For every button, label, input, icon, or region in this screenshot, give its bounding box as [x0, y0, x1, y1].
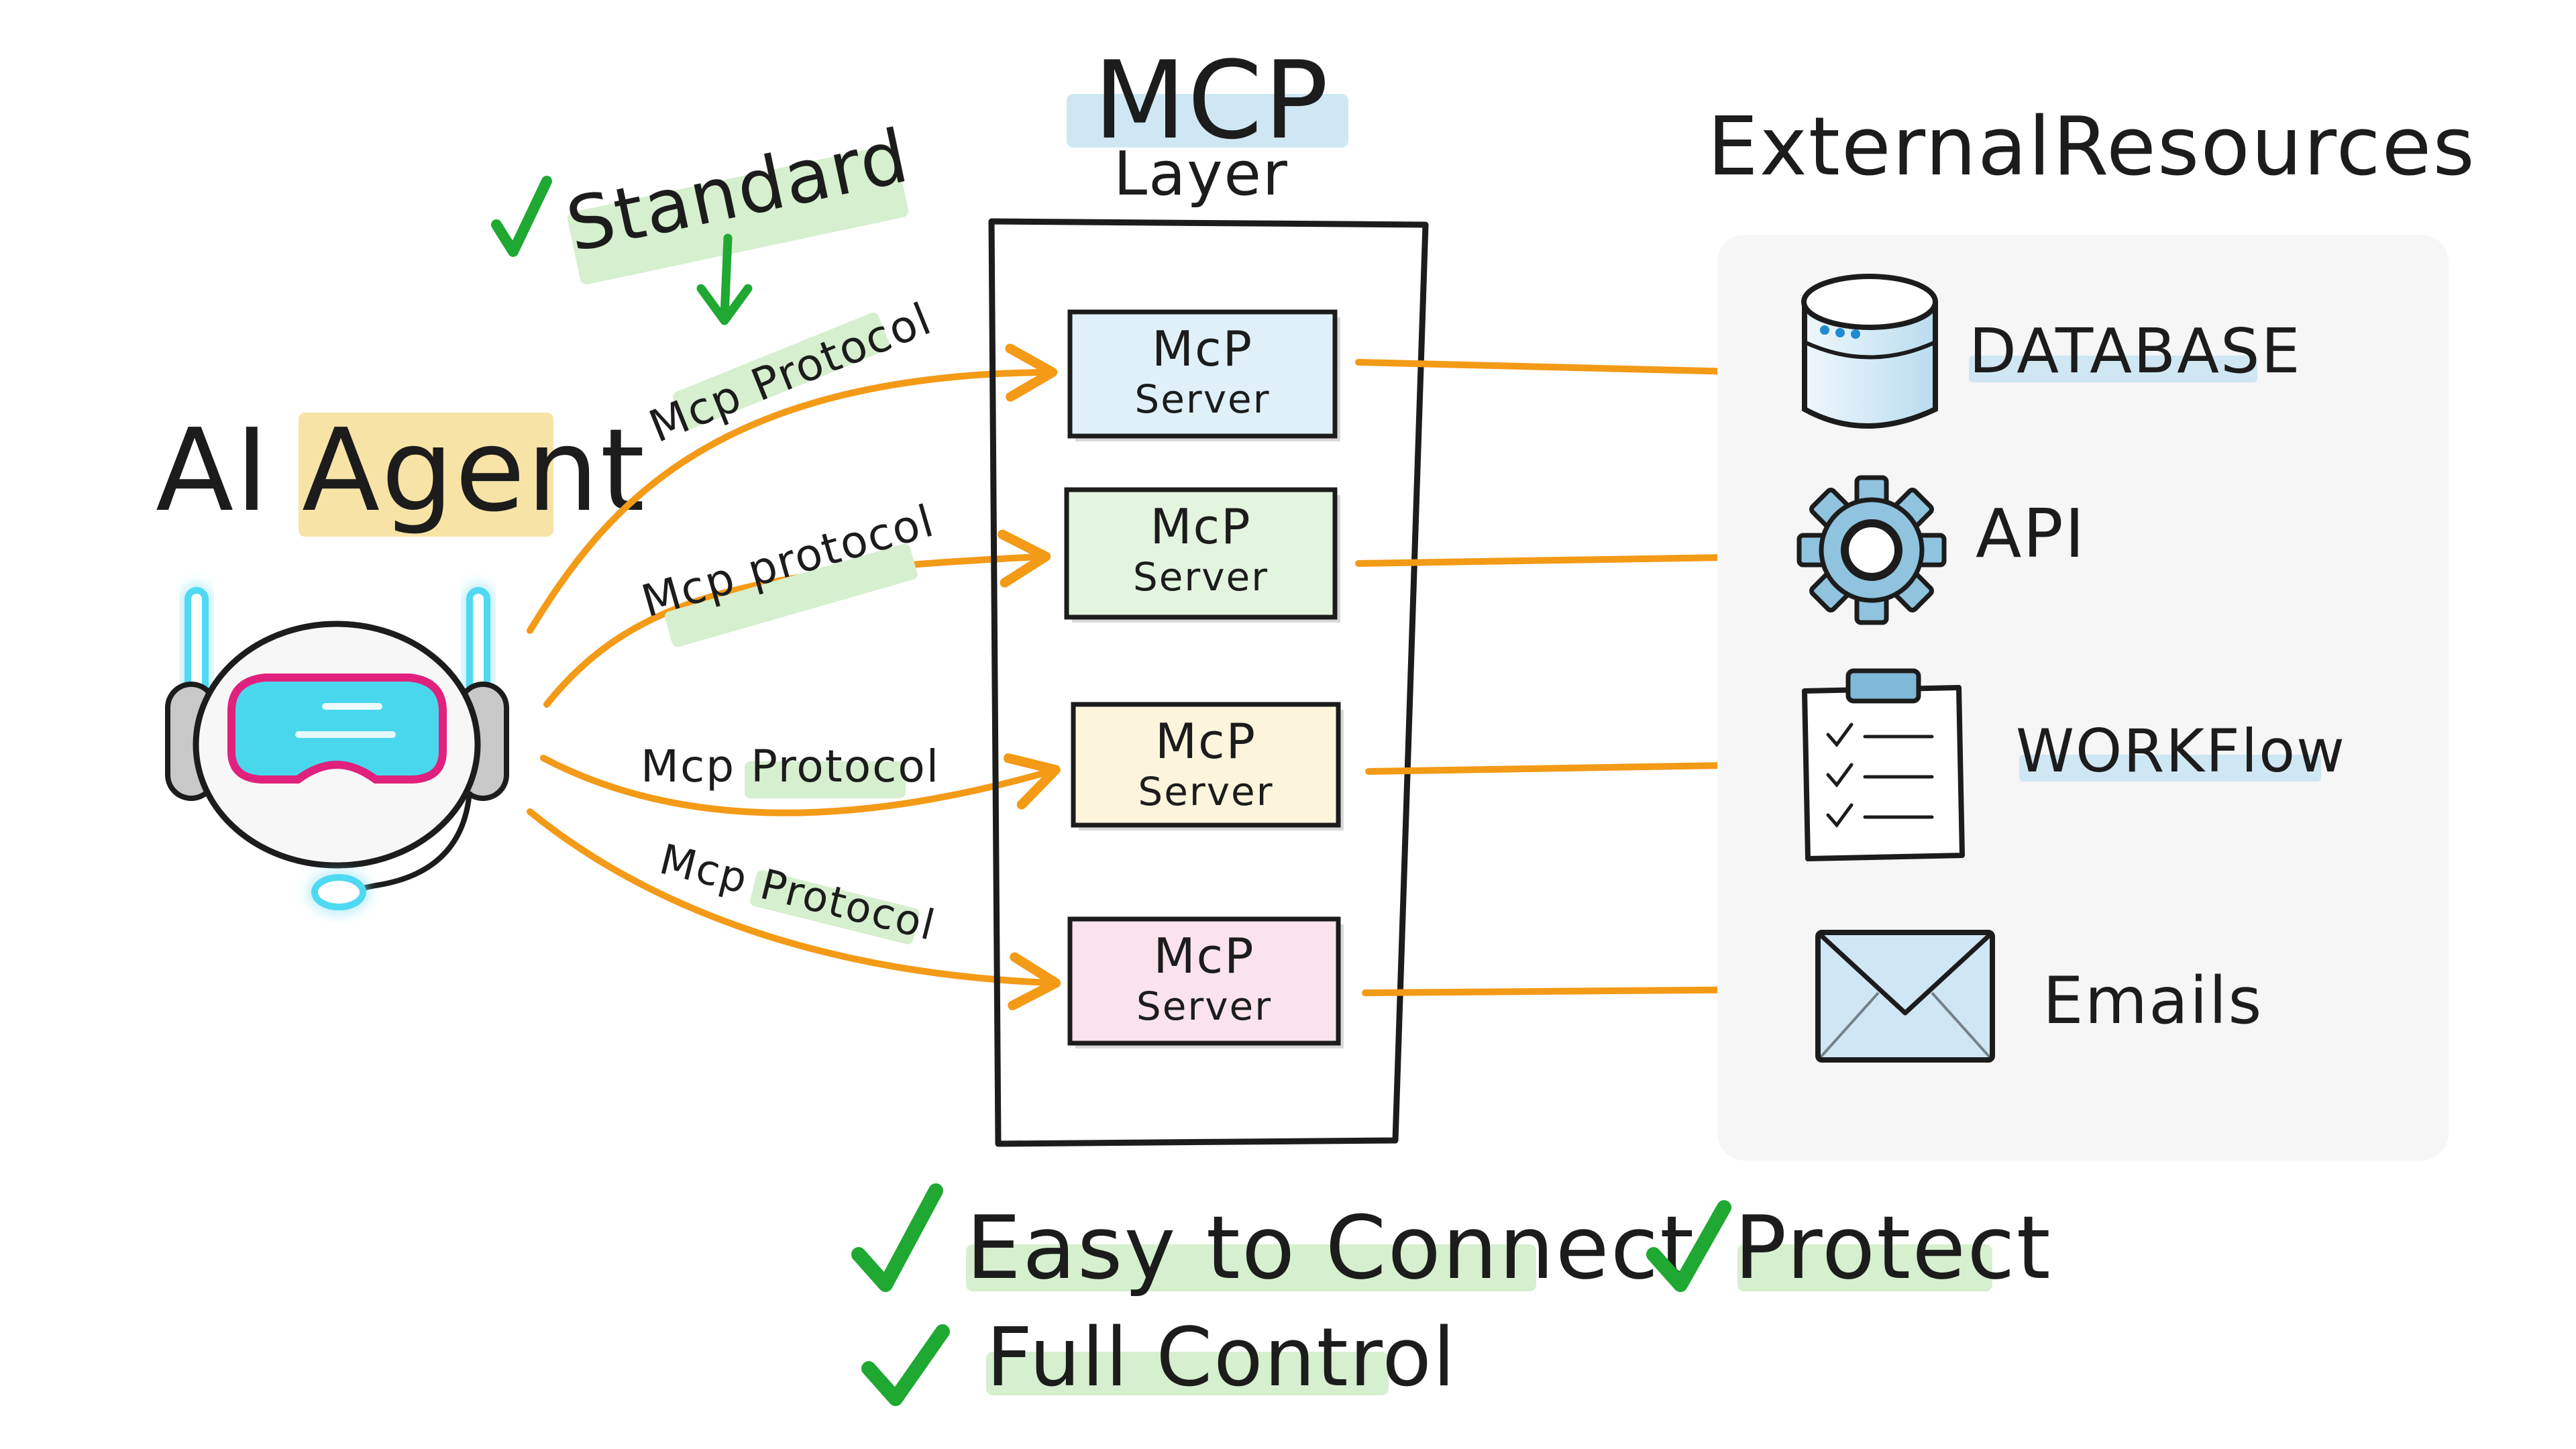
clipboard-checklist-icon	[1802, 668, 1965, 861]
resource-label-database: DATABASE	[1969, 315, 2302, 387]
down-arrow-icon	[720, 233, 733, 320]
resources-panel	[1717, 235, 2449, 1161]
agent-title-ai: AI	[156, 405, 270, 537]
agent-title-highlight	[299, 413, 553, 537]
robot-icon	[165, 587, 509, 910]
protocol-labels: Mcp Protocol Mcp protocol Mcp Protocol M…	[636, 292, 941, 950]
agent-title-agent: Agent	[302, 405, 646, 537]
gear-icon	[1796, 475, 1947, 625]
resource-arrow-1	[1355, 342, 1772, 400]
protocol-arrows	[527, 343, 1061, 1010]
check-icon	[861, 1324, 950, 1406]
mcp-server-subtitle: Server	[1138, 769, 1273, 814]
external-title-part2: Resources	[2053, 101, 2476, 194]
resource-label-emails: Emails	[2043, 963, 2263, 1038]
mcp-server-title: McP	[1152, 321, 1253, 377]
standard-highlight	[567, 145, 909, 284]
benefit-protect: Protect	[1734, 1197, 2052, 1299]
resource-arrows	[1355, 342, 1789, 1019]
resource-arrow-4	[1362, 961, 1789, 1019]
standard-annotation: Standard	[491, 113, 916, 325]
mcp-title: MCP	[1093, 38, 1330, 163]
mcp-subtitle: Layer	[1114, 139, 1289, 209]
protocol-arrow-3	[540, 753, 1061, 816]
mcp-layer-box	[988, 218, 1429, 1147]
ai-agent-group: AI Agent	[156, 405, 646, 910]
external-resources: External Resources DATABASE	[1707, 101, 2476, 1161]
mcp-server-subtitle: Server	[1133, 554, 1269, 600]
database-icon	[1801, 274, 1938, 429]
protocol-label-4: Mcp Protocol	[655, 835, 941, 951]
benefit-easy-to-connect: Easy to Connect	[966, 1197, 1695, 1299]
envelope-icon	[1815, 930, 1995, 1063]
external-title-part1: External	[1707, 101, 2052, 194]
mcp-server-subtitle: Server	[1136, 983, 1272, 1029]
benefit-full-control: Full Control	[986, 1311, 1456, 1405]
protocol-label-1: Mcp Protocol	[642, 292, 938, 452]
benefits: Easy to Connect Full Control Protect	[851, 1183, 2052, 1406]
resource-label-workflow: WORKFlow	[2016, 716, 2346, 786]
protocol-arrow-2	[543, 529, 1051, 708]
resource-label-api: API	[1976, 494, 2086, 573]
mcp-server-title: McP	[1150, 498, 1251, 555]
protocol-arrow-1	[527, 343, 1058, 634]
resource-arrow-2	[1355, 528, 1776, 587]
mcp-layer: MCP Layer McPServerMcPServerMcPServerMcP…	[988, 38, 1429, 1147]
protocol-arrow-4	[527, 808, 1061, 1010]
resource-arrow-3	[1365, 736, 1776, 795]
mcp-title-highlight	[1067, 94, 1348, 148]
check-icon	[491, 176, 552, 257]
protocol-label-3: Mcp Protocol	[641, 741, 940, 792]
mcp-server-title: McP	[1153, 928, 1254, 984]
mcp-server-title: McP	[1155, 713, 1256, 769]
mcp-server-subtitle: Server	[1134, 376, 1270, 422]
check-icon	[1646, 1200, 1731, 1292]
check-icon	[851, 1183, 943, 1292]
